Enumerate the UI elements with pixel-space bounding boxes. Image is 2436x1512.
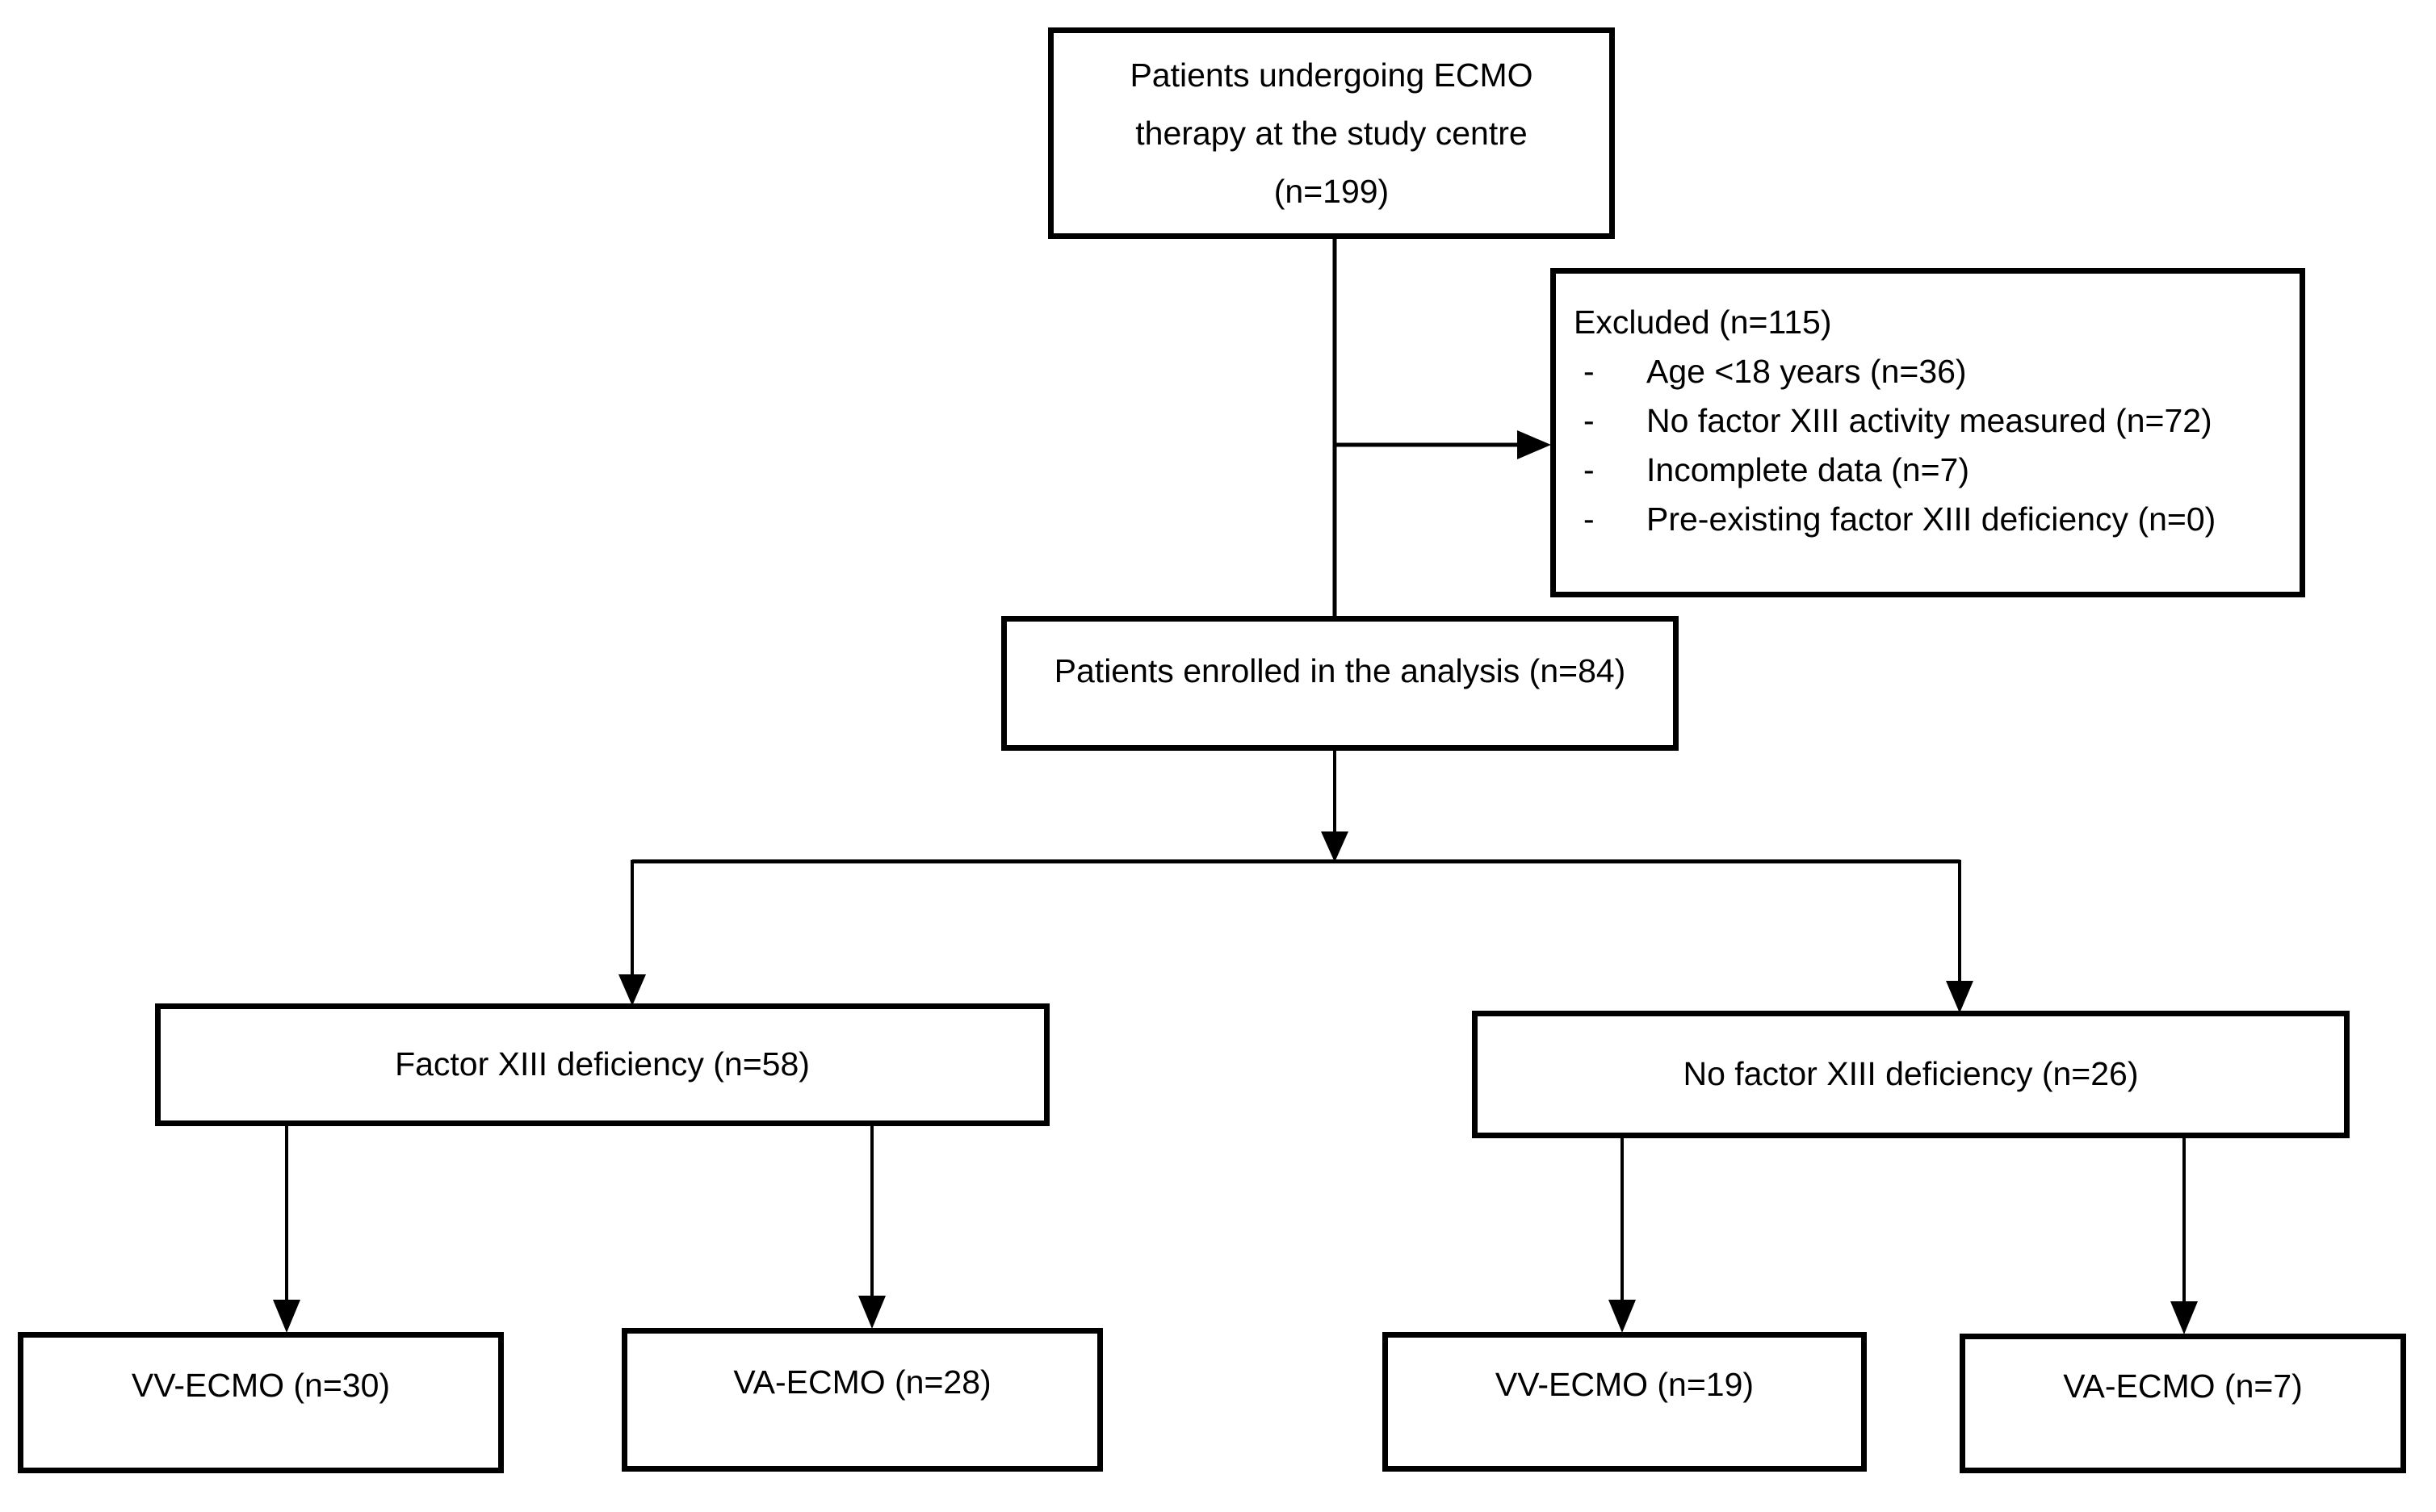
bullet-dash: -: [1583, 353, 1595, 390]
node-excluded: Excluded (n=115) - Age <18 years (n=36) …: [1550, 268, 2305, 597]
excluded-item-text: Age <18 years (n=36): [1646, 353, 1967, 390]
arrowhead-down-icon: [2170, 1301, 2198, 1334]
node-factor-xiii-deficiency-label: Factor XIII deficiency (n=58): [395, 1045, 810, 1083]
connector-enrolled-to-split: [1321, 749, 1348, 862]
connector-no-deficiency-to-vv19: [1608, 1137, 1636, 1333]
arrowhead-down-icon: [618, 974, 646, 1006]
node-factor-xiii-deficiency: Factor XIII deficiency (n=58): [155, 1003, 1050, 1126]
node-vv-ecmo-no-deficiency-label: VV-ECMO (n=19): [1495, 1365, 1755, 1403]
node-va-ecmo-no-deficiency: VA-ECMO (n=7): [1960, 1334, 2406, 1473]
node-patients-total-label: Patients undergoing ECMO therapy at the …: [1130, 57, 1533, 210]
node-no-factor-xiii-deficiency: No factor XIII deficiency (n=26): [1472, 1011, 2350, 1138]
excluded-item: - No factor XIII activity measured (n=72…: [1574, 396, 2285, 446]
bullet-dash: -: [1583, 451, 1595, 488]
arrowhead-down-icon: [1946, 981, 1973, 1013]
arrowhead-down-icon: [1608, 1300, 1636, 1333]
excluded-item-text: No factor XIII activity measured (n=72): [1646, 402, 2212, 439]
node-enrolled: Patients enrolled in the analysis (n=84): [1001, 616, 1679, 751]
excluded-item-text: Incomplete data (n=7): [1646, 451, 1969, 488]
node-vv-ecmo-no-deficiency: VV-ECMO (n=19): [1382, 1332, 1867, 1472]
arrowhead-down-icon: [1321, 831, 1348, 862]
connector-deficiency-to-va28: [858, 1125, 886, 1329]
connector-deficiency-to-vv30: [273, 1125, 300, 1333]
connector-split-to-deficiency: [618, 860, 646, 1006]
excluded-item: - Pre-existing factor XIII deficiency (n…: [1574, 495, 2285, 544]
bullet-dash: -: [1583, 402, 1595, 439]
node-vv-ecmo-deficiency-label: VV-ECMO (n=30): [131, 1366, 391, 1404]
node-vv-ecmo-deficiency: VV-ECMO (n=30): [18, 1332, 504, 1473]
connector-split-to-no-deficiency: [1946, 860, 1973, 1013]
excluded-title: Excluded (n=115): [1574, 304, 1832, 341]
node-patients-total: Patients undergoing ECMO therapy at the …: [1048, 27, 1615, 239]
node-va-ecmo-deficiency: VA-ECMO (n=28): [622, 1328, 1103, 1472]
node-va-ecmo-deficiency-label: VA-ECMO (n=28): [733, 1363, 992, 1401]
node-va-ecmo-no-deficiency-label: VA-ECMO (n=7): [2063, 1367, 2303, 1405]
arrowhead-right-icon: [1517, 430, 1551, 459]
arrowhead-down-icon: [273, 1300, 300, 1333]
connector-total-to-excluded: [1335, 430, 1551, 459]
node-enrolled-label: Patients enrolled in the analysis (n=84): [1054, 651, 1626, 689]
excluded-item-text: Pre-existing factor XIII deficiency (n=0…: [1646, 501, 2216, 538]
arrowhead-down-icon: [858, 1296, 886, 1329]
excluded-item: - Age <18 years (n=36): [1574, 347, 2285, 396]
node-no-factor-xiii-deficiency-label: No factor XIII deficiency (n=26): [1683, 1055, 2139, 1093]
excluded-item: - Incomplete data (n=7): [1574, 446, 2285, 495]
bullet-dash: -: [1583, 501, 1595, 538]
connector-no-deficiency-to-va7: [2170, 1137, 2198, 1334]
